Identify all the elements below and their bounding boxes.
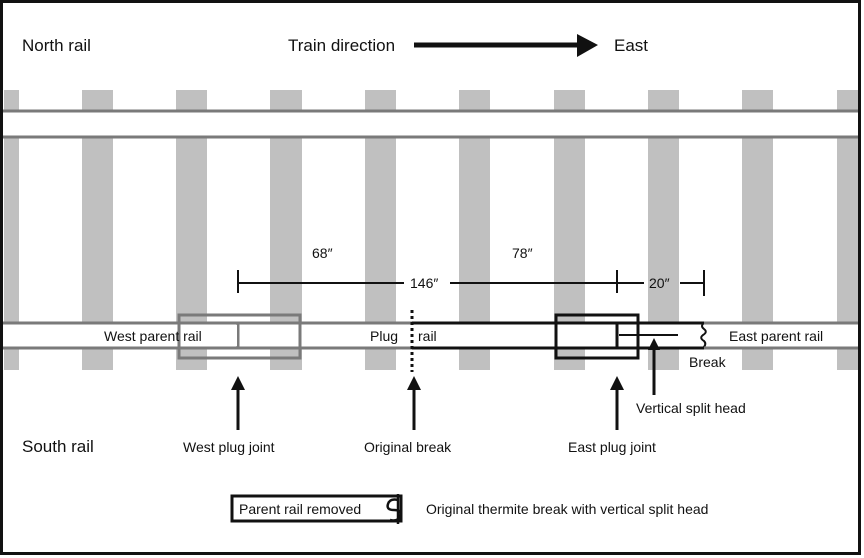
thermite-break-icon <box>386 494 402 524</box>
south-rail-body <box>3 323 858 348</box>
vertical-split-head-label: Vertical split head <box>636 400 746 416</box>
north-rail-label: North rail <box>22 36 91 55</box>
legend-parent-rail-removed-label: Parent rail removed <box>239 501 361 517</box>
south-rail <box>3 310 858 372</box>
arrow-head-icon <box>231 376 245 390</box>
train-direction-label: Train direction <box>288 36 395 55</box>
break-label: Break <box>689 354 727 370</box>
west-parent-rail-label: West parent rail <box>104 328 202 344</box>
arrow-head-icon <box>407 376 421 390</box>
south-rail-label: South rail <box>22 437 94 456</box>
north-rail-body <box>3 111 858 137</box>
tie <box>837 90 858 370</box>
legend-thermite-break-label: Original thermite break with vertical sp… <box>426 501 708 517</box>
dimensions <box>237 270 705 296</box>
pointer-arrows <box>231 338 660 430</box>
west-plug-joint-label: West plug joint <box>183 439 275 455</box>
dim-20-label: 20″ <box>649 275 670 291</box>
dim-78-label: 78″ <box>512 245 533 261</box>
west-joint-bar <box>177 313 302 360</box>
arrow-head-icon <box>610 376 624 390</box>
dim-68-label: 68″ <box>312 245 333 261</box>
east-plug-joint-label: East plug joint <box>568 439 656 455</box>
plug-label: Plug <box>370 328 398 344</box>
east-label: East <box>614 36 648 55</box>
rail-label: rail <box>418 328 437 344</box>
east-parent-rail-label: East parent rail <box>729 328 823 344</box>
north-rail <box>3 109 858 139</box>
legend: Parent rail removed Original thermite br… <box>230 494 708 524</box>
arrow-head-icon <box>648 338 660 350</box>
break-squiggle <box>700 322 707 349</box>
arrow-head-icon <box>577 34 598 57</box>
train-direction-arrow <box>414 34 598 57</box>
dim-146-label: 146″ <box>410 275 438 291</box>
east-joint-bar <box>554 313 640 360</box>
legend-swatch-parent-rail-removed <box>230 494 403 523</box>
tie <box>4 90 19 370</box>
original-break-label: Original break <box>364 439 452 455</box>
